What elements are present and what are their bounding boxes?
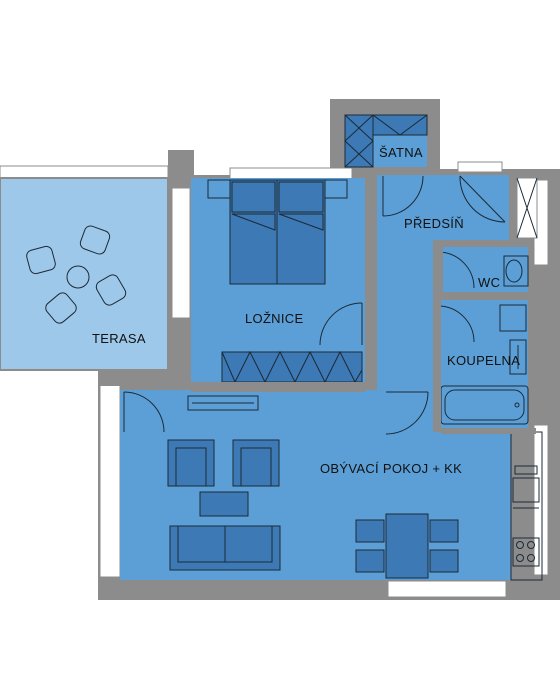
dining-table-icon <box>355 513 459 579</box>
kitchen-counter-icon <box>510 431 543 581</box>
double-bed-icon <box>207 179 348 285</box>
terrace: TERASA <box>0 165 169 386</box>
room-wc: WC <box>436 247 529 293</box>
coffee-table-icon <box>199 491 249 517</box>
door-icon <box>319 302 363 346</box>
room-label-satna: ŠATNA <box>379 145 423 160</box>
room-label-koupelna: KOUPELNA <box>447 353 520 368</box>
interior-wall <box>365 178 377 383</box>
room-predsin: PŘEDSÍŇ <box>377 175 509 385</box>
toilet-icon <box>503 255 529 287</box>
washbasin-icon <box>509 339 527 375</box>
wardrobe-icon <box>221 350 363 384</box>
tv-console-icon <box>187 395 259 411</box>
windows <box>99 161 549 598</box>
entry-door-icon <box>459 175 506 223</box>
door-icon <box>385 391 429 435</box>
installation-shaft <box>516 177 538 239</box>
wall-openings <box>0 99 560 700</box>
cooktop-icon <box>512 537 540 567</box>
sofa-icon <box>169 525 281 571</box>
room-label-obyvaci: OBÝVACÍ POKOJ + KK <box>320 461 462 476</box>
room-label-loznice: LOŽNICE <box>245 311 303 326</box>
armchair-icon <box>167 439 215 487</box>
washing-machine-icon <box>499 304 527 332</box>
door-icon <box>123 391 165 433</box>
room-koupelna: KOUPELNA <box>436 300 529 428</box>
room-label-predsin: PŘEDSÍŇ <box>404 216 464 231</box>
room-label-wc: WC <box>478 275 500 290</box>
room-obyvaci: OBÝVACÍ POKOJ + KK <box>120 382 543 581</box>
interior-walls <box>191 240 536 434</box>
room-label-terasa: TERASA <box>92 331 146 346</box>
room-loznice: LOŽNICE <box>191 178 365 384</box>
door-icon <box>382 175 424 217</box>
armchair-icon <box>232 439 280 487</box>
wardrobe-icon <box>344 114 374 168</box>
room-satna: ŠATNA <box>344 114 428 168</box>
garden-table-icon <box>26 225 127 324</box>
